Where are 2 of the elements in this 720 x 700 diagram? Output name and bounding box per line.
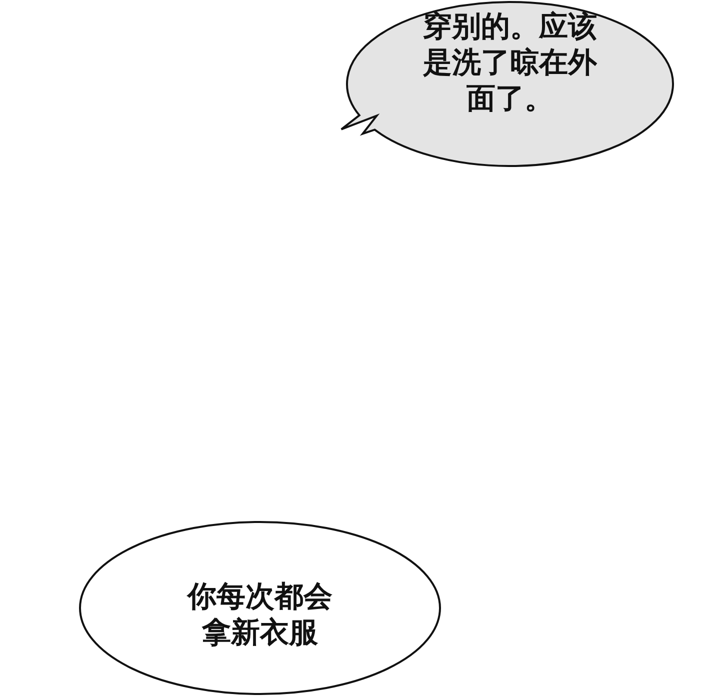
dialogue-text: 你每次都会拿新衣服 <box>186 578 334 650</box>
dialogue-text: 穿别的。应该是洗了晾在外面了。 <box>422 8 598 116</box>
